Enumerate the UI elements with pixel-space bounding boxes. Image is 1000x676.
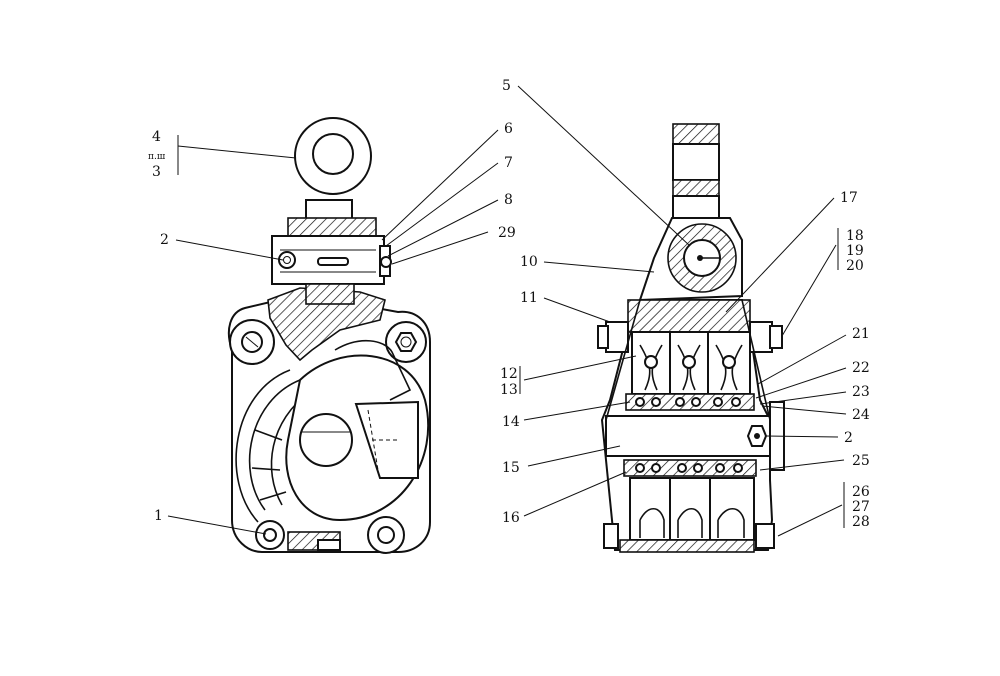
slot — [317, 257, 349, 266]
label-23: 23 — [852, 384, 870, 400]
axle-hole — [299, 413, 353, 467]
upper-sheaves — [631, 331, 751, 395]
bolt-bottom-left — [603, 523, 619, 549]
bottom-nut — [317, 539, 341, 551]
label-29: 29 — [498, 225, 516, 241]
label-16: 16 — [502, 510, 520, 526]
shank-base — [672, 195, 720, 219]
label-14: 14 — [502, 414, 520, 430]
label-25: 25 — [852, 453, 870, 469]
label-11: 11 — [520, 290, 538, 306]
label-7: 7 — [504, 155, 513, 171]
label-22: 22 — [852, 360, 870, 376]
label-3: 3 — [152, 164, 161, 180]
label-6: 6 — [504, 121, 513, 137]
lower-crossbar — [619, 539, 755, 553]
label-10: 10 — [520, 254, 538, 270]
label-21: 21 — [852, 326, 870, 342]
swivel-eye-hole — [312, 133, 354, 175]
label-26: 26 — [852, 484, 870, 500]
label-4: 4 — [152, 129, 161, 145]
section-view: 5 17 18 19 20 10 11 21 12 13 22 23 24 14… — [500, 78, 870, 553]
label-8: 8 — [504, 192, 513, 208]
shank-lower — [672, 179, 720, 197]
bolt-11 — [605, 321, 629, 353]
label-2-left: 2 — [160, 232, 169, 248]
label-18: 18 — [846, 228, 864, 244]
label-note: п.ш — [148, 152, 166, 162]
pin-nut-left — [278, 251, 296, 269]
front-view: 4 п.ш 3 2 6 7 8 29 1 — [148, 117, 516, 554]
cotter-pin — [380, 256, 392, 268]
axle-15 — [605, 415, 771, 457]
label-19: 19 — [846, 243, 864, 259]
label-20: 20 — [846, 258, 864, 274]
shank-top — [672, 123, 720, 145]
label-1: 1 — [154, 508, 163, 524]
label-24: 24 — [852, 407, 870, 423]
upper-crossbar — [627, 299, 751, 333]
shank-mid — [672, 143, 720, 181]
lower-sheaves — [629, 477, 755, 541]
label-5: 5 — [502, 78, 511, 94]
label-28: 28 — [852, 514, 870, 530]
label-13: 13 — [500, 382, 518, 398]
label-17: 17 — [840, 190, 858, 206]
crosshead-bottom — [305, 283, 355, 305]
label-2-right: 2 — [844, 430, 853, 446]
label-15: 15 — [502, 460, 520, 476]
nut-top-right — [394, 332, 418, 352]
bolt-bottom-right — [755, 523, 775, 549]
label-12: 12 — [500, 366, 518, 382]
label-27: 27 — [852, 499, 870, 515]
